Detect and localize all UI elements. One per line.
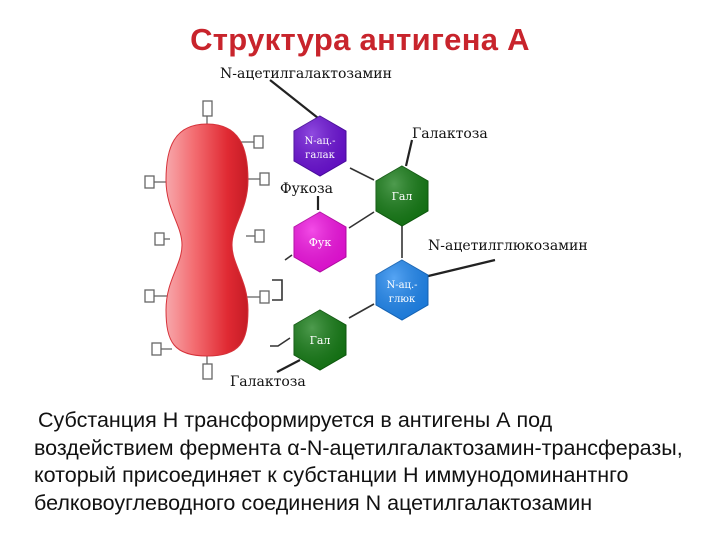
bond-fuk-gal (348, 211, 375, 229)
bond-lines (270, 167, 403, 347)
antigen-a-structure-diagram: N-ац.- галак Гал Фук N-ац.- глюк Гал N-а… (144, 66, 588, 390)
node-label: N-ац.- (304, 136, 335, 147)
node-galactose-bottom: Гал (293, 309, 347, 371)
label-fucose: Фукоза (280, 181, 333, 197)
label-galactose-bottom: Галактоза (230, 374, 306, 390)
node-label: галак (305, 150, 336, 161)
node-label: Гал (392, 190, 413, 203)
bond-gal-protein (270, 337, 291, 347)
label-galactose-top: Галактоза (412, 126, 488, 142)
label-n-acetylgalactosamine: N-ацетилгалактозамин (220, 66, 392, 82)
caption-text: Субстанция Н трансформируется в антигены… (34, 408, 683, 515)
page-title: Структура антигена А (190, 22, 530, 57)
bond-nacgal-gal (349, 167, 375, 181)
node-n-acetylgalactosamine: N-ац.- галак (293, 115, 347, 177)
node-galactose-top: Гал (375, 165, 429, 227)
node-label: N-ац.- (386, 280, 417, 291)
bond-nacgluk-gal (348, 303, 375, 319)
protein-backbone (144, 100, 270, 380)
leader-gal-bottom (276, 359, 301, 373)
label-n-acetylglucosamine: N-ацетилглюкозамин (428, 238, 588, 254)
node-label: Гал (310, 334, 331, 347)
node-label: глюк (389, 294, 416, 305)
leader-lines (269, 79, 496, 373)
node-fucose: Фук (293, 211, 347, 273)
node-n-acetylglucosamine: N-ац.- глюк (375, 259, 429, 321)
leader-n-acgal (269, 79, 319, 119)
protein-bracket (272, 279, 283, 301)
bond-fuk-protein (284, 254, 293, 261)
node-label: Фук (309, 236, 332, 249)
protein-body (165, 123, 249, 357)
leader-gal-top (404, 139, 414, 167)
leader-n-acgluk (419, 258, 496, 280)
